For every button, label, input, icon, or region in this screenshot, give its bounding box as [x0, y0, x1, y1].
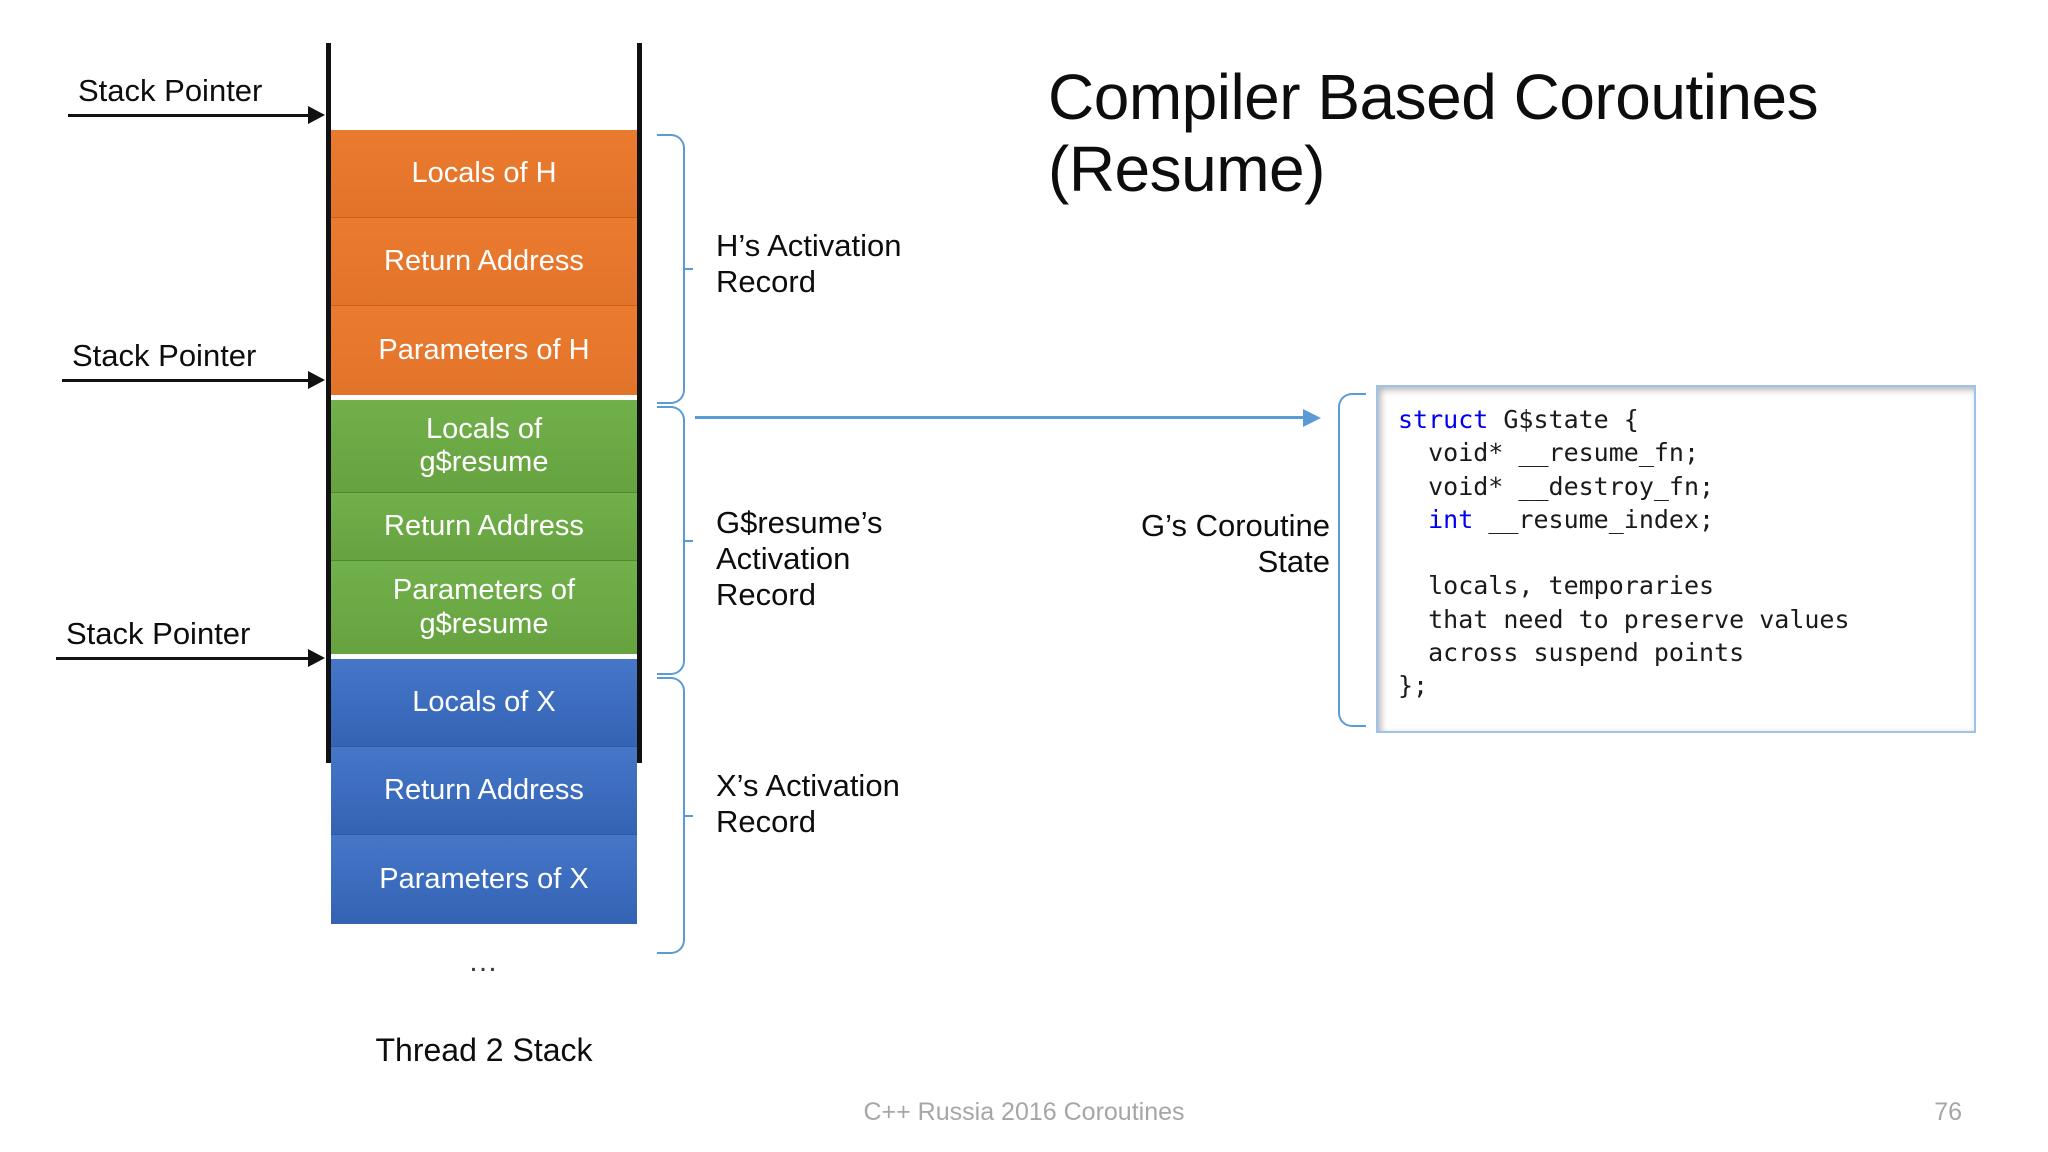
code-keyword-struct: struct [1398, 405, 1489, 434]
stack-block-return-address-gresume: Return Address [331, 493, 637, 561]
stack-pointer-2-line [62, 379, 308, 382]
stack-pointer-2-label: Stack Pointer [72, 338, 257, 373]
stack-pointer-3-label: Stack Pointer [66, 616, 251, 651]
label-line-2: Record [716, 263, 816, 299]
stack-block-label-line-1: Parameters of [392, 574, 576, 607]
thread-stack-diagram: Locals of H Return Address Parameters of… [0, 0, 1000, 1100]
stack-block-label-line-2: g$resume [419, 607, 549, 640]
stack-block-label-line-1: Locals of [425, 412, 543, 445]
label-line-1: X’s Activation [716, 768, 900, 803]
stack-pointer-1-arrowhead [308, 106, 325, 124]
code-line-across-suspend: across suspend points [1398, 637, 1745, 667]
coroutine-state-code-box: struct G$state { void* __resume_fn; void… [1376, 385, 1976, 733]
code-struct-name: G$state { [1488, 405, 1639, 434]
footer-page-number: 76 [1934, 1098, 1962, 1126]
stack-pointer-2: Stack Pointer [62, 338, 328, 400]
stack-block-return-address-x: Return Address [331, 747, 637, 835]
code-line-locals: locals, temporaries [1398, 571, 1715, 601]
stack-pointer-3-arrowhead [308, 649, 325, 667]
label-gresume-activation-record: G$resume’s Activation Record [716, 505, 986, 613]
label-line-1: G’s Coroutine [1141, 508, 1330, 543]
brace-gresume-activation-record [657, 406, 685, 675]
page-title-line-1: Compiler Based Coroutines [1048, 61, 1819, 133]
stack-pointer-3-line [56, 657, 308, 660]
code-keyword-int: int [1398, 504, 1474, 534]
stack-ellipsis: … [468, 945, 500, 978]
brace-x-activation-record [657, 677, 685, 954]
stack-block-label: Parameters of X [379, 862, 589, 895]
footer-note: C++ Russia 2016 Coroutines [863, 1098, 1185, 1126]
stack-block-label: Return Address [384, 244, 584, 277]
stack-pointer-1-label: Stack Pointer [78, 73, 263, 108]
stack-pointer-1: Stack Pointer [68, 73, 328, 135]
flow-arrow-head [1303, 409, 1321, 427]
code-listing: struct G$state { void* __resume_fn; void… [1398, 403, 1956, 702]
stack-block-label: Locals of H [411, 156, 557, 189]
label-line-1: H’s Activation [716, 228, 902, 263]
label-coroutine-state: G’s Coroutine State [1060, 508, 1330, 580]
page-title: Compiler Based Coroutines (Resume) [1048, 61, 1988, 205]
label-x-activation-record: X’s Activation Record [716, 768, 986, 840]
label-line-1: G$resume’s [716, 505, 883, 540]
stack-block-parameters-of-gresume: Parameters of g$resume [331, 561, 637, 654]
stack-pointer-2-arrowhead [308, 371, 325, 389]
stack-block-label: Parameters of g$resume [393, 574, 575, 640]
label-line-2: Activation [716, 540, 851, 576]
stack-block-label: Return Address [384, 773, 584, 806]
stack-block-parameters-of-x: Parameters of X [331, 835, 637, 924]
stack-block-locals-of-gresume: Locals of g$resume [331, 400, 637, 493]
stack-block-return-address-h: Return Address [331, 218, 637, 306]
stack-pointer-1-line [68, 114, 308, 117]
code-line-destroy-fn: void* __destroy_fn; [1398, 471, 1715, 501]
stack-caption: Thread 2 Stack [375, 1032, 593, 1068]
stack-block-locals-of-h: Locals of H [331, 130, 637, 218]
stack-block-label: Locals of g$resume [420, 413, 549, 479]
page-title-line-2: (Resume) [1048, 132, 1325, 205]
code-line-resume-index: __resume_index; [1473, 504, 1715, 534]
label-line-2: State [1257, 543, 1330, 579]
label-line-2: Record [716, 803, 816, 839]
flow-arrow-line [695, 416, 1305, 419]
stack-block-locals-of-x: Locals of X [331, 659, 637, 747]
stack-block-label-line-2: g$resume [419, 446, 549, 478]
stack-block-parameters-of-h: Parameters of H [331, 306, 637, 395]
label-line-3: Record [716, 576, 816, 612]
code-line-close: }; [1398, 671, 1429, 700]
label-h-activation-record: H’s Activation Record [716, 228, 986, 300]
stack-pointer-3: Stack Pointer [56, 616, 328, 678]
stack-rail-right [637, 43, 642, 763]
stack-block-label: Locals of X [412, 685, 556, 718]
brace-h-activation-record [657, 134, 685, 404]
code-line-that-need: that need to preserve values [1398, 604, 1850, 634]
stack-rail-left [326, 43, 331, 763]
stack-block-label: Return Address [384, 509, 584, 542]
stack-block-label: Parameters of H [378, 333, 590, 366]
brace-coroutine-state [1338, 393, 1366, 727]
code-line-resume-fn: void* __resume_fn; [1398, 438, 1700, 468]
stack-block-list: Locals of H Return Address Parameters of… [331, 130, 637, 924]
